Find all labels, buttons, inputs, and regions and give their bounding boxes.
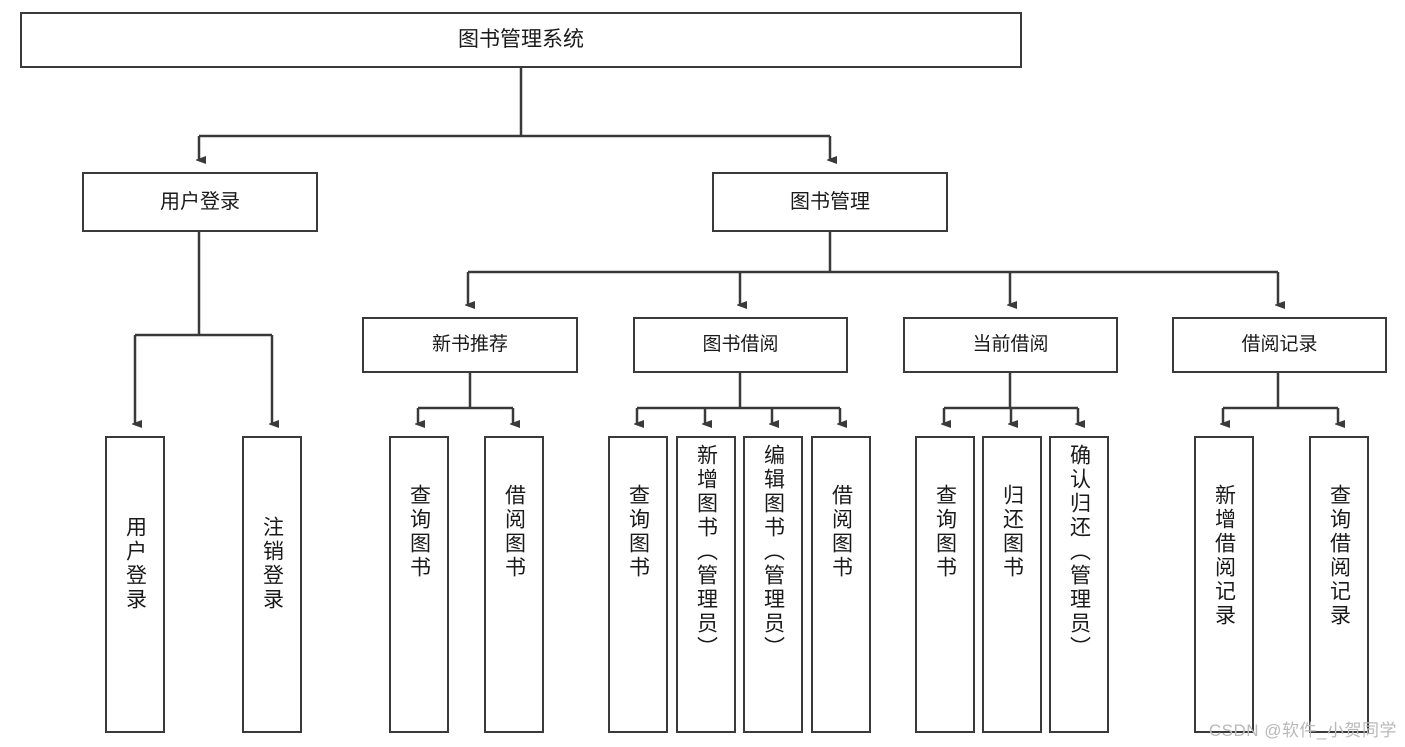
node-label: 图书借阅 bbox=[702, 334, 779, 356]
leaf-query-borrow-record[interactable]: 查询借阅记录 bbox=[1309, 436, 1369, 733]
node-label: 新增图书（管理员） bbox=[694, 444, 718, 660]
node-book-borrow[interactable]: 图书借阅 bbox=[633, 317, 848, 373]
leaf-borrow-book-recommend[interactable]: 借阅图书 bbox=[484, 436, 544, 733]
node-label: 图书管理 bbox=[790, 190, 870, 213]
node-label: 查询借阅记录 bbox=[1327, 484, 1351, 628]
node-label: 确认归还（管理员） bbox=[1067, 444, 1091, 660]
node-label: 查询图书 bbox=[407, 484, 431, 580]
node-label: 注销登录 bbox=[260, 516, 284, 612]
node-label: 查询图书 bbox=[933, 484, 957, 580]
leaf-query-book-borrow[interactable]: 查询图书 bbox=[608, 436, 668, 733]
node-user-login[interactable]: 用户登录 bbox=[82, 172, 318, 232]
leaf-query-book-current[interactable]: 查询图书 bbox=[915, 436, 975, 733]
node-label: 查询图书 bbox=[626, 484, 650, 580]
leaf-query-book-recommend[interactable]: 查询图书 bbox=[389, 436, 449, 733]
node-book-management[interactable]: 图书管理 bbox=[712, 172, 948, 232]
node-label: 图书管理系统 bbox=[458, 27, 584, 51]
node-current-borrow[interactable]: 当前借阅 bbox=[903, 317, 1118, 373]
node-label: 借阅记录 bbox=[1241, 334, 1318, 356]
node-new-book-recommend[interactable]: 新书推荐 bbox=[362, 317, 578, 373]
leaf-user-logout[interactable]: 注销登录 bbox=[242, 436, 302, 733]
leaf-confirm-return-admin[interactable]: 确认归还（管理员） bbox=[1049, 436, 1109, 733]
node-label: 借阅图书 bbox=[502, 484, 526, 580]
node-borrow-records[interactable]: 借阅记录 bbox=[1172, 317, 1387, 373]
node-label: 新增借阅记录 bbox=[1212, 484, 1236, 628]
node-label: 当前借阅 bbox=[972, 334, 1049, 356]
node-label: 用户登录 bbox=[160, 190, 240, 213]
watermark-text: CSDN @软件_小贺同学 bbox=[1208, 721, 1397, 740]
node-root-system[interactable]: 图书管理系统 bbox=[20, 12, 1022, 68]
leaf-edit-book-admin[interactable]: 编辑图书（管理员） bbox=[743, 436, 803, 733]
node-label: 编辑图书（管理员） bbox=[761, 444, 785, 660]
node-label: 用户登录 bbox=[123, 516, 147, 612]
node-label: 新书推荐 bbox=[431, 334, 508, 356]
leaf-add-book-admin[interactable]: 新增图书（管理员） bbox=[676, 436, 736, 733]
node-label: 归还图书 bbox=[1000, 484, 1024, 580]
leaf-user-login[interactable]: 用户登录 bbox=[105, 436, 165, 733]
node-label: 借阅图书 bbox=[829, 484, 853, 580]
leaf-borrow-book[interactable]: 借阅图书 bbox=[811, 436, 871, 733]
leaf-add-borrow-record[interactable]: 新增借阅记录 bbox=[1194, 436, 1254, 733]
leaf-return-book[interactable]: 归还图书 bbox=[982, 436, 1042, 733]
